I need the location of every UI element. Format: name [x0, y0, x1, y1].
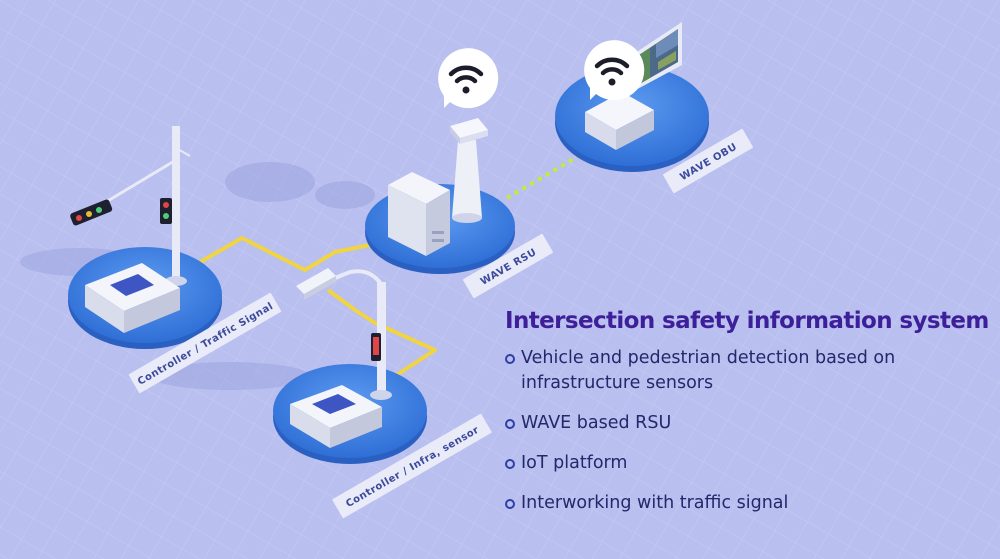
- cctv-camera-icon: [296, 268, 336, 300]
- controller-box-infra-sensor: [290, 385, 382, 448]
- wifi-icon: [584, 40, 645, 101]
- pedestrian-signal-icon: [160, 198, 172, 224]
- shadows: [20, 162, 375, 390]
- traffic-signal-pole: [70, 126, 191, 286]
- controller-box-traffic-signal: [85, 263, 180, 333]
- feature-item: IoT platform: [505, 451, 995, 476]
- traffic-light-icon: [70, 199, 113, 226]
- info-title: Intersection safety information system: [505, 308, 989, 334]
- wifi-icon: [438, 48, 499, 109]
- pedestrian-light-icon: [371, 333, 381, 361]
- feature-item: WAVE based RSU: [505, 411, 995, 436]
- antenna-tower: [450, 118, 488, 223]
- server-tower-icon: [388, 172, 450, 256]
- sensor-pole: [296, 268, 392, 400]
- info-panel: Intersection safety information system V…: [505, 308, 995, 531]
- feature-list: Vehicle and pedestrian detection based o…: [505, 346, 995, 516]
- feature-item: Vehicle and pedestrian detection based o…: [505, 346, 995, 396]
- wired-connections: [194, 236, 437, 378]
- obu-device-icon: [585, 92, 654, 150]
- feature-item: Interworking with traffic signal: [505, 491, 995, 516]
